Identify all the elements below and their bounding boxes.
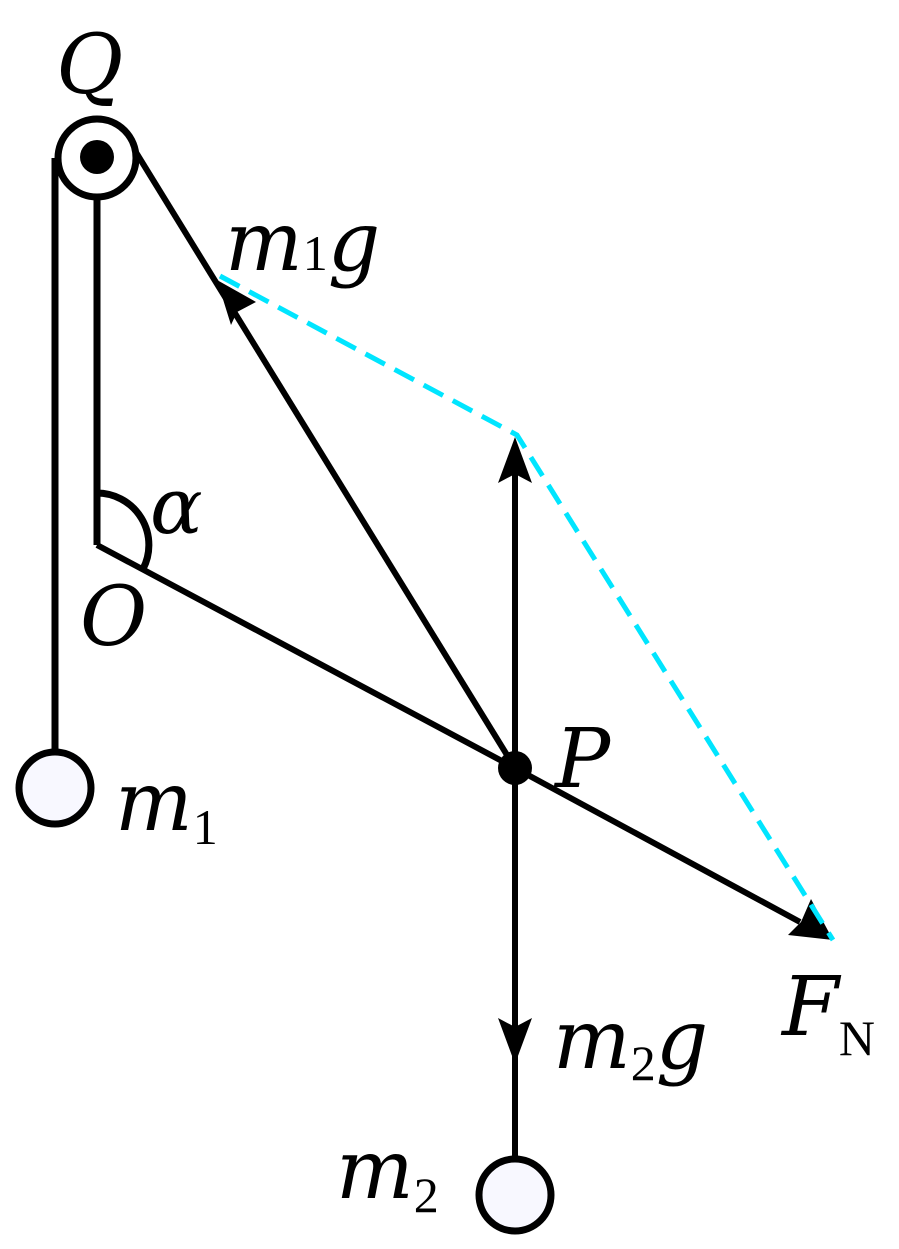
normal-force-vector xyxy=(513,765,802,925)
label-normal-sub: N xyxy=(839,1010,875,1066)
label-weight: m2g xyxy=(553,993,708,1091)
label-mass2-m: m xyxy=(336,1123,414,1218)
label-mass2: m2 xyxy=(336,1123,439,1223)
label-p: P xyxy=(553,712,612,807)
construction-lines xyxy=(218,273,836,942)
label-mass1: m1 xyxy=(115,755,218,855)
label-tension-g: g xyxy=(328,195,381,290)
rod-o-to-p xyxy=(95,542,517,771)
point-p xyxy=(498,751,532,785)
label-weight-sub: 2 xyxy=(631,1035,656,1091)
label-weight-g: g xyxy=(656,993,709,1088)
label-normal: FN xyxy=(780,960,875,1066)
label-alpha: α xyxy=(150,462,203,552)
label-normal-f: F xyxy=(780,960,842,1055)
resultant-arrowhead xyxy=(498,437,532,483)
label-tension-sub: 1 xyxy=(303,225,328,281)
weight-arrowhead xyxy=(498,1018,532,1064)
label-tension-m: m xyxy=(225,195,303,290)
label-mass2-sub: 2 xyxy=(414,1167,439,1223)
pulley-axle xyxy=(80,140,114,174)
label-tension: m1g xyxy=(225,195,380,290)
tension-arrowhead xyxy=(217,280,256,325)
label-o: O xyxy=(80,570,147,665)
label-mass1-m: m xyxy=(115,755,193,850)
angle-arc xyxy=(96,489,153,571)
mass-m2 xyxy=(475,1155,555,1235)
label-mass1-sub: 1 xyxy=(193,799,218,855)
mass-m1 xyxy=(15,748,95,828)
label-weight-m: m xyxy=(553,993,631,1088)
rope-q-to-p xyxy=(126,139,518,770)
normal-force-arrowhead xyxy=(788,899,833,940)
label-q: Q xyxy=(56,18,123,113)
